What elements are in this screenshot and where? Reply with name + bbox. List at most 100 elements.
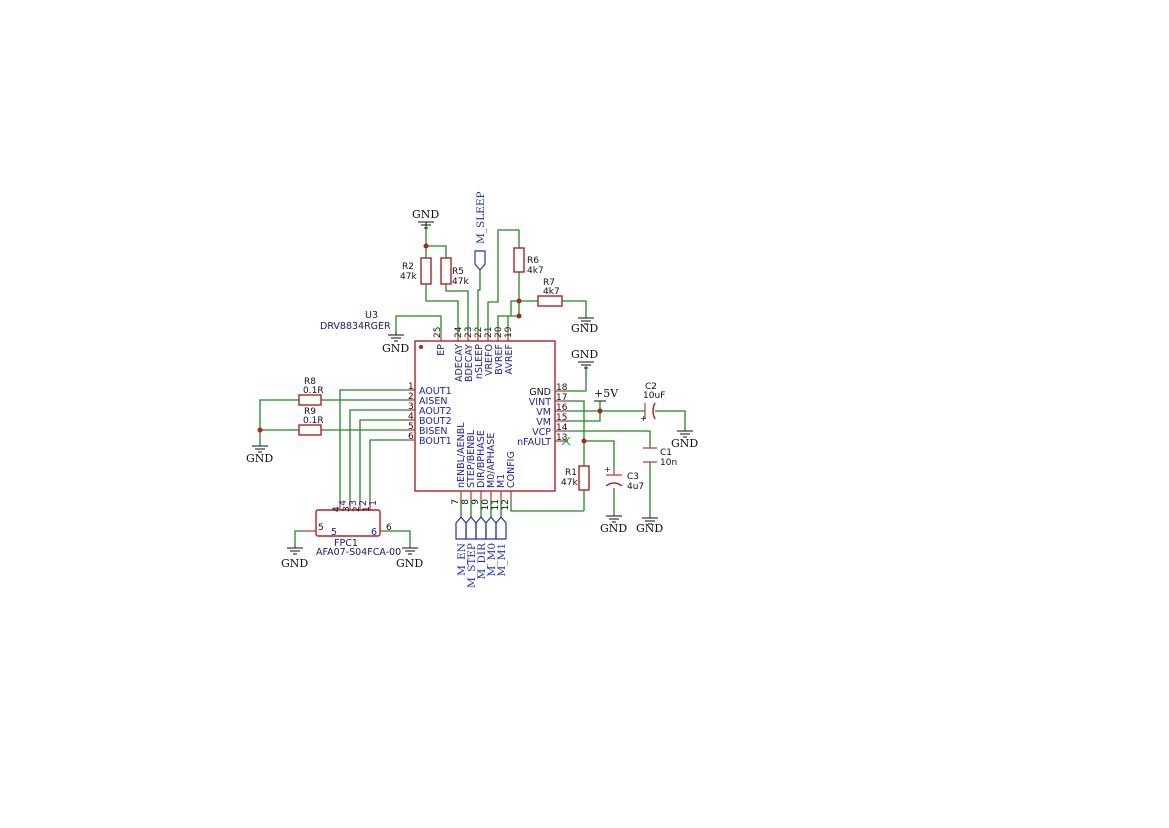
gnd-symbol: GND (636, 517, 663, 535)
pin-name: ADECAY (454, 344, 465, 382)
resistor-r8: R8 0.1R (298, 377, 324, 406)
fpc-pin: 3 (342, 506, 352, 512)
pin-name: nENBL/AENBL (456, 422, 467, 488)
resistor-r5: R5 47k (440, 257, 469, 287)
r1-ref: R1 (565, 468, 577, 478)
pin-num: 11 (491, 499, 501, 510)
pin-name: BOUT2 (419, 416, 452, 427)
pin-num: 14 (556, 423, 568, 433)
fpc-pin: 6 (371, 527, 377, 538)
c1-ref: C1 (660, 448, 672, 458)
r8-ref: R8 (304, 377, 316, 387)
gnd-label: GND (636, 522, 663, 535)
pin-name: M1 (496, 474, 507, 488)
resistor-r7: R7 4k7 (537, 278, 563, 307)
pin-num: 12 (501, 499, 511, 510)
pin-name: nFAULT (517, 437, 551, 448)
pin-name: AISEN (419, 396, 447, 407)
gnd-label: GND (246, 452, 273, 465)
pin-num: 5 (408, 422, 414, 432)
pin-num: 17 (556, 393, 567, 403)
gnd-symbol: GND (671, 430, 698, 450)
pin-num: 25 (433, 327, 443, 338)
pin-name: STEP/BENBL (466, 429, 477, 488)
pin-num: 6 (408, 432, 414, 442)
pin-num: 8 (461, 499, 471, 505)
gnd-label: GND (671, 437, 698, 450)
ic-bottom-pins: 7 8 9 10 11 12 nENBL/AENBL STEP/BENBL DI… (451, 422, 517, 511)
resistor-r6: R6 4k7 (513, 247, 544, 276)
gnd-label: GND (396, 557, 423, 570)
no-connect-marker (561, 436, 571, 446)
pin-name: BDECAY (464, 344, 475, 382)
fpc-pin: 4 (332, 506, 342, 512)
gnd-symbol: GND (396, 547, 423, 570)
pin-name: BOUT1 (419, 436, 452, 447)
gnd-label: GND (412, 208, 439, 221)
pin-num: 4 (408, 412, 414, 422)
ic-ref: U3 (365, 310, 378, 321)
r2-value: 47k (400, 272, 417, 282)
pin-num: 22 (474, 327, 484, 338)
capacitor-c1: C1 10n (643, 447, 677, 468)
r5-value: 47k (452, 277, 469, 287)
gnd-symbol: GND (571, 348, 598, 369)
gnd-symbol: GND (412, 208, 439, 229)
fpc-ref: FPC1 (334, 538, 358, 549)
fpc-pin: 4 (338, 500, 349, 506)
r7-value: 4k7 (543, 287, 560, 297)
resistor-r9: R9 0.1R (298, 407, 324, 436)
pin-name: CONFIG (506, 451, 517, 488)
gnd-label: GND (571, 322, 598, 335)
gnd-symbol: GND (246, 445, 273, 465)
ic-left-pins: 1 2 3 4 5 6 AOUT1 AISEN AOUT2 BOUT2 BISE… (405, 382, 452, 447)
c3-value: 4u7 (627, 482, 644, 492)
fpc-pin: 2 (358, 500, 369, 506)
pin-num: 15 (556, 413, 567, 423)
r7-ref: R7 (543, 278, 555, 288)
pin-num: 18 (556, 383, 568, 393)
pin-name: VM (536, 417, 551, 428)
c2-plus: + (640, 414, 647, 423)
gnd-symbols: GND GND GND GND GND (246, 208, 698, 570)
pin-name: VCP (532, 427, 551, 438)
pin-num: 16 (556, 403, 568, 413)
pin-num: 24 (454, 326, 464, 338)
gnd-symbol: GND (382, 331, 409, 355)
vcc-label: +5V (594, 387, 619, 400)
capacitor-c3: + C3 4u7 (604, 465, 644, 492)
fpc-pin: 6 (386, 523, 392, 533)
pin-num: 13 (556, 433, 567, 443)
pin-name: BVREF (494, 344, 505, 375)
pin-name: nSLEEP (474, 344, 485, 379)
fpc-value: AFA07-S04FCA-00 (316, 547, 401, 558)
bottom-labels: M_EN M_STEP M_DIR M_M0 M_M1 (455, 516, 508, 588)
label-m1: M_M1 (496, 543, 508, 576)
ic-value: DRV8834RGER (320, 321, 391, 332)
pin-name: VREFO (484, 344, 495, 376)
r2-ref: R2 (402, 262, 414, 272)
pin-num: 21 (484, 327, 494, 338)
label-m0: M_M0 (486, 543, 498, 576)
r8-value: 0.1R (303, 386, 324, 396)
fpc-pin: 3 (348, 500, 359, 506)
gnd-label: GND (571, 348, 598, 361)
pin-num: 7 (451, 499, 461, 505)
r5-ref: R5 (452, 267, 464, 277)
label-m-sleep: M_SLEEP (474, 191, 487, 271)
pin-num: 9 (471, 499, 481, 505)
c2-ref: C2 (645, 382, 657, 392)
pin-name: AVREF (504, 344, 515, 374)
pin-name: DIR/BPHASE (476, 430, 487, 488)
fpc-pin: 5 (331, 527, 337, 538)
r9-value: 0.1R (303, 416, 324, 426)
pin-num: 3 (408, 402, 414, 412)
gnd-label: GND (600, 522, 627, 535)
label-en: M_EN (456, 543, 468, 576)
c3-ref: C3 (627, 472, 639, 482)
pin-name: VM (536, 407, 551, 418)
pin-name: VINT (529, 397, 551, 408)
pin-num: 1 (408, 382, 414, 392)
r6-ref: R6 (527, 256, 539, 266)
